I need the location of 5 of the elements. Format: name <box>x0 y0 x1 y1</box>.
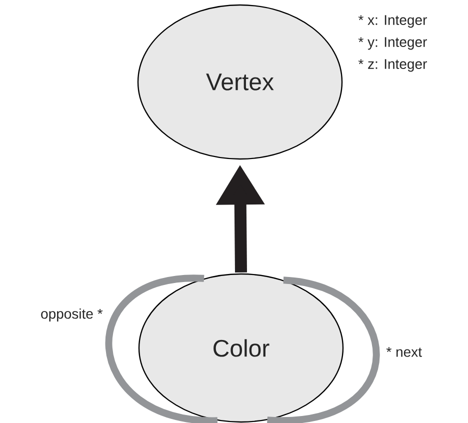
edge-label: * next <box>386 347 422 357</box>
attribute-text: * x: Integer <box>358 15 427 28</box>
attribute-text: * y: Integer <box>358 37 427 50</box>
edge-label: opposite * <box>41 308 103 322</box>
attribute-text: * z: Integer <box>358 59 427 72</box>
